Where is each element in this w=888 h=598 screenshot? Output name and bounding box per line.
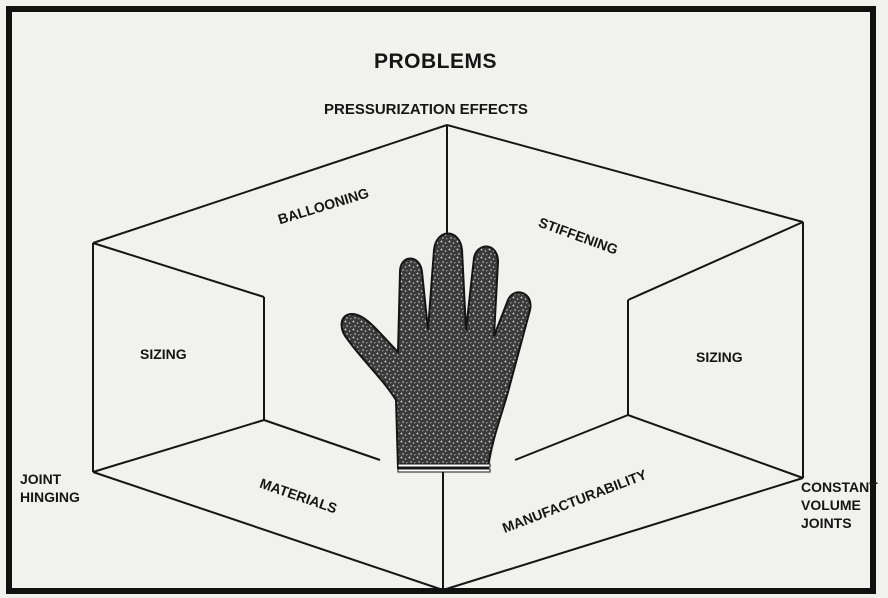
label-joint-hinging: JOINT HINGING [20,470,100,506]
edge-inner-top-right [628,222,803,300]
label-pressurization-effects: PRESSURIZATION EFFECTS [324,101,528,118]
diagram-title: PROBLEMS [374,50,497,74]
edge-bottom-right [443,478,803,590]
edge-inner-top-left [93,243,264,297]
edge-inner-bottom-right [628,415,803,478]
glove-icon [342,234,531,473]
label-constant-volume-joints: CONSTANT VOLUME JOINTS [801,478,881,532]
edge-inner-bottom-left [93,420,264,472]
label-sizing-right: SIZING [696,349,743,365]
label-sizing-left: SIZING [140,346,187,362]
edge-top-left [93,125,447,243]
edge-inner-floor-left [264,420,380,460]
edge-top-right [447,125,803,222]
edge-inner-floor-right [515,415,628,460]
